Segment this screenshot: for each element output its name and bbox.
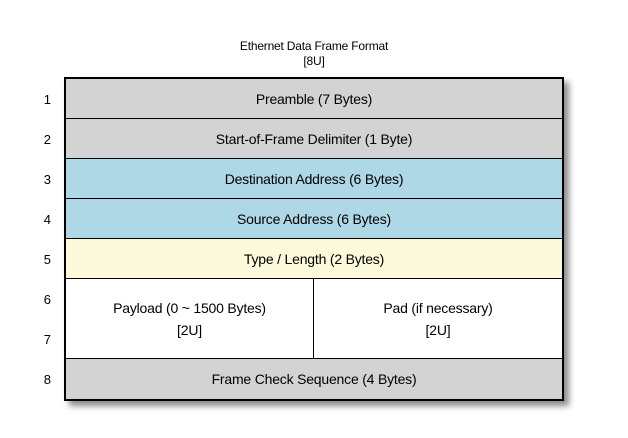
destination-address-label: Destination Address (6 Bytes) <box>224 170 404 187</box>
type-length-label: Type / Length (2 Bytes) <box>243 250 385 267</box>
diagram-title-line2: [8U] <box>303 54 325 68</box>
source-address-label: Source Address (6 Bytes) <box>237 210 391 227</box>
row-number-6: 6 <box>43 291 51 307</box>
pad-cell: Pad (if necessary) [2U] <box>314 279 562 358</box>
sfd-label: Start-of-Frame Delimiter (1 Byte) <box>215 130 413 147</box>
pad-label: Pad (if necessary) <box>383 299 493 316</box>
pad-units-label: [2U] <box>425 321 451 338</box>
frame-row-preamble: Preamble (7 Bytes) <box>66 79 562 119</box>
payload-units-label: [2U] <box>177 321 202 338</box>
row-number-1: 1 <box>43 91 51 107</box>
payload-label: Payload (0 ~ 1500 Bytes) <box>113 299 266 316</box>
preamble-label: Preamble (7 Bytes) <box>255 90 373 107</box>
payload-cell: Payload (0 ~ 1500 Bytes) [2U] <box>66 279 314 358</box>
row-number-column: 1 2 3 4 5 6 7 8 <box>0 79 58 399</box>
frame-row-destination-address: Destination Address (6 Bytes) <box>66 159 562 199</box>
ethernet-frame-table: Preamble (7 Bytes) Start-of-Frame Delimi… <box>64 77 564 401</box>
row-number-8: 8 <box>43 371 51 387</box>
frame-row-source-address: Source Address (6 Bytes) <box>66 199 562 239</box>
row-number-7: 7 <box>43 331 51 347</box>
frame-row-payload-pad: Payload (0 ~ 1500 Bytes) [2U] Pad (if ne… <box>66 279 562 359</box>
diagram-title-line1: Ethernet Data Frame Format <box>239 39 389 53</box>
diagram-title: Ethernet Data Frame Format [8U] <box>64 39 564 69</box>
row-number-3: 3 <box>43 171 51 187</box>
frame-row-sfd: Start-of-Frame Delimiter (1 Byte) <box>66 119 562 159</box>
row-number-4: 4 <box>43 211 51 227</box>
fcs-label: Frame Check Sequence (4 Bytes) <box>211 371 417 387</box>
row-number-2: 2 <box>43 131 51 147</box>
row-number-5: 5 <box>43 251 51 267</box>
frame-row-fcs: Frame Check Sequence (4 Bytes) <box>66 359 562 399</box>
frame-row-type-length: Type / Length (2 Bytes) <box>66 239 562 279</box>
